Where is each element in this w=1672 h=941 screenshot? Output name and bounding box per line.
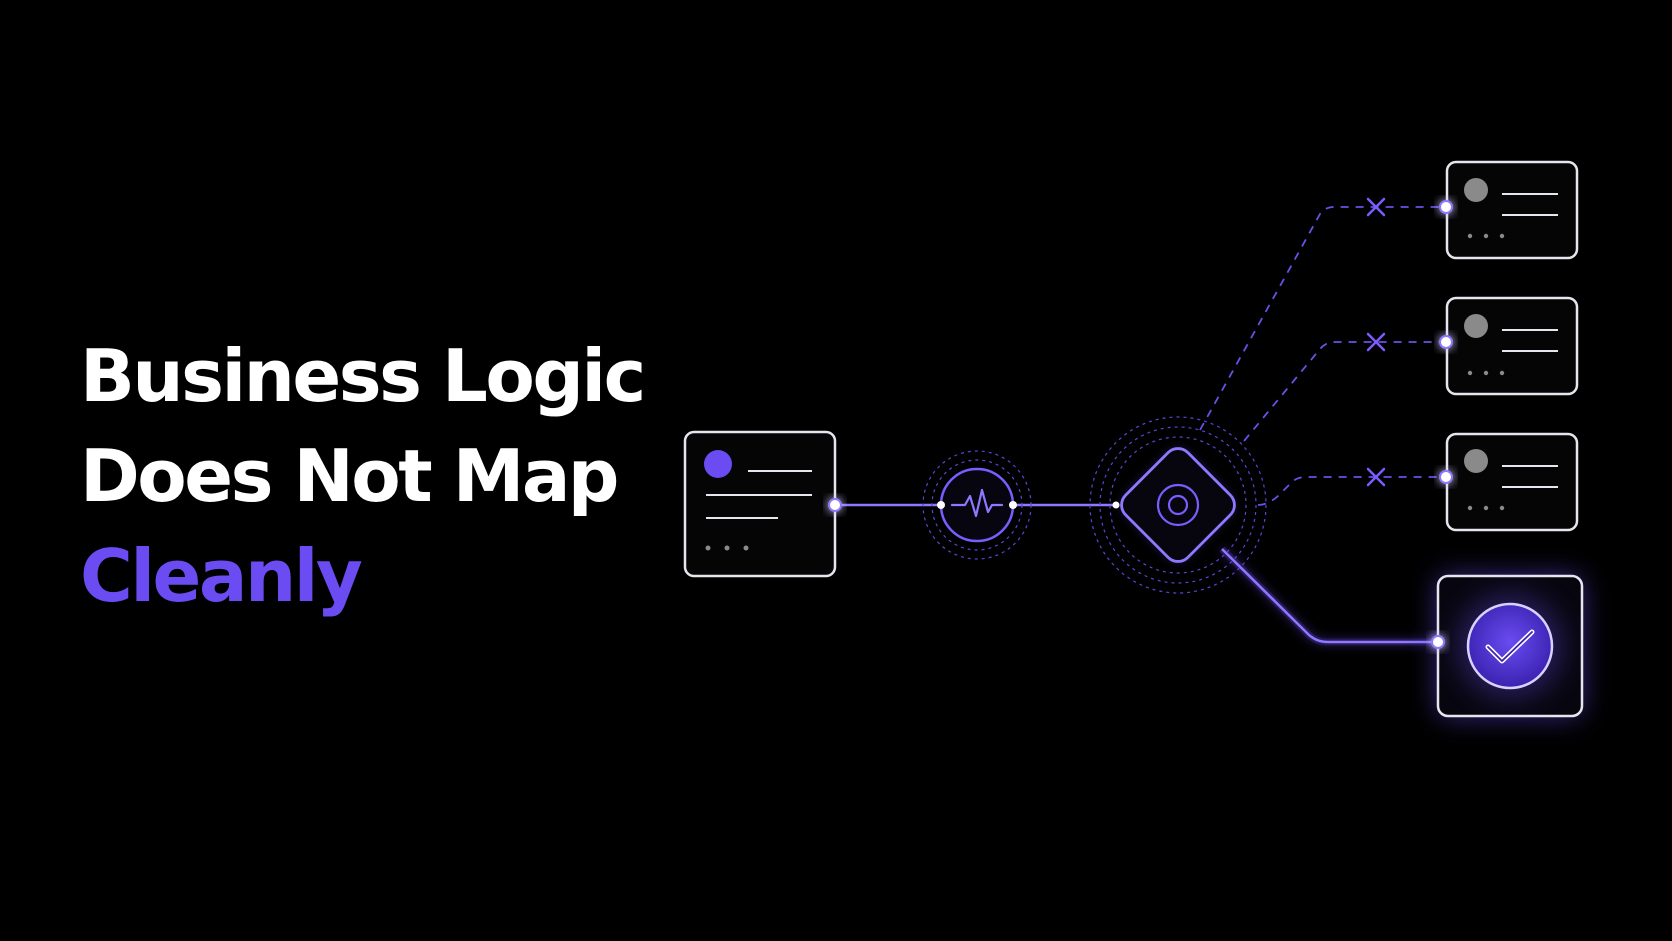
x-mark-icon — [1366, 197, 1386, 217]
x-mark-icon — [1366, 467, 1386, 487]
avatar-dot-icon — [1464, 314, 1488, 338]
ellipsis-icon — [705, 545, 749, 551]
headline-line-2: Does Not Map — [80, 434, 619, 518]
avatar-dot-icon — [704, 450, 732, 478]
rejected-path-1 — [1199, 197, 1446, 431]
router-node — [1089, 416, 1267, 594]
target-icon — [1156, 483, 1200, 527]
source-card — [683, 430, 842, 578]
rejected-card-2 — [1439, 296, 1579, 396]
rejected-card-3 — [1439, 432, 1579, 532]
connector-dot — [828, 498, 842, 512]
headline-line-3-accent: Cleanly — [80, 534, 363, 618]
headline-line-1: Business Logic — [80, 334, 646, 418]
success-connector-line — [1219, 546, 1438, 646]
headline: Business Logic Does Not Map Cleanly — [80, 326, 646, 626]
x-mark-icon — [1366, 332, 1386, 352]
signal-node — [922, 450, 1032, 560]
rejected-path-3 — [1257, 467, 1446, 506]
success-card — [1431, 574, 1584, 718]
rejected-path-2 — [1243, 332, 1446, 442]
rejected-card-1 — [1439, 160, 1579, 260]
waveform-icon — [950, 488, 1004, 518]
avatar-dot-icon — [1464, 178, 1488, 202]
avatar-dot-icon — [1464, 449, 1488, 473]
